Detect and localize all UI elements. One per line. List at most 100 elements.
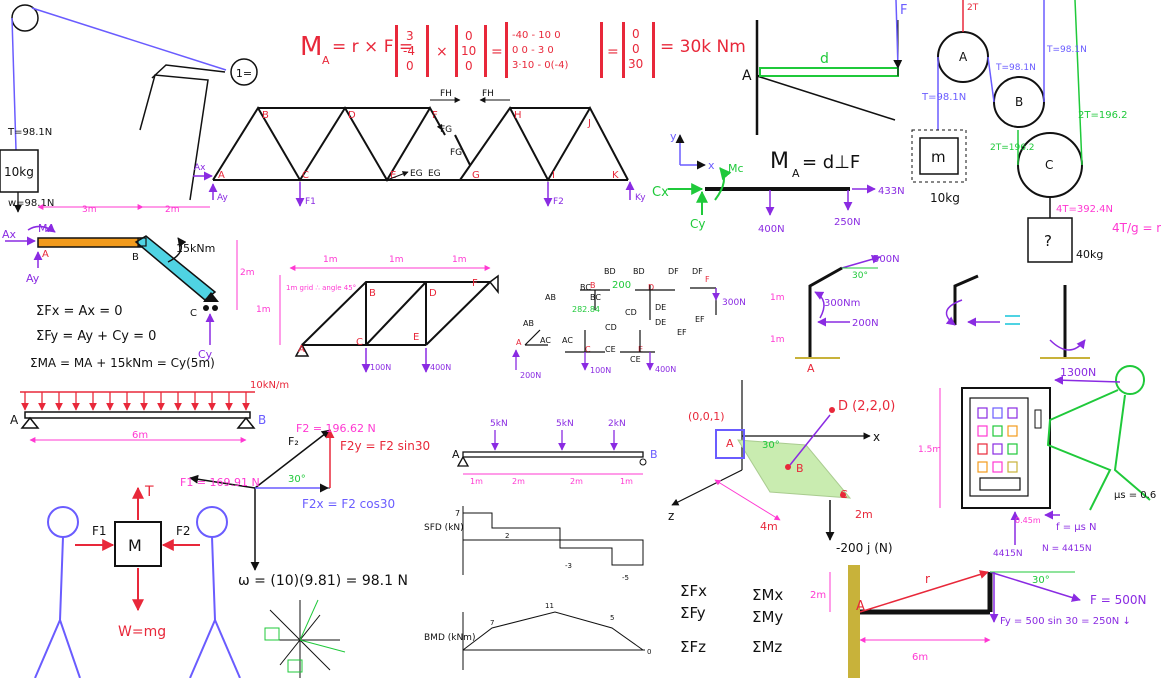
svg-text:Fy = 500 sin 30 = 250N ↓: Fy = 500 sin 30 = 250N ↓ bbox=[1000, 616, 1131, 627]
svg-text:-5: -5 bbox=[622, 574, 629, 582]
svg-text:=: = bbox=[491, 44, 503, 60]
svg-text:0: 0 bbox=[465, 29, 473, 43]
svg-text:1m grid ∴ angle 45°: 1m grid ∴ angle 45° bbox=[286, 284, 356, 292]
svg-text:BD: BD bbox=[633, 267, 645, 276]
svg-text:AC: AC bbox=[562, 336, 573, 345]
svg-text:0: 0 bbox=[406, 59, 414, 73]
svg-text:2kN: 2kN bbox=[608, 419, 626, 429]
svg-text:2T: 2T bbox=[967, 3, 979, 13]
svg-text:A: A bbox=[42, 249, 49, 260]
svg-text:F: F bbox=[900, 3, 907, 18]
svg-text:30: 30 bbox=[628, 57, 643, 71]
svg-text:DE: DE bbox=[655, 303, 666, 312]
svg-text:F: F bbox=[472, 278, 478, 289]
svg-text:Mc: Mc bbox=[728, 162, 744, 175]
svg-text:A: A bbox=[516, 338, 522, 347]
svg-text:ω = (10)(9.81) = 98.1 N: ω = (10)(9.81) = 98.1 N bbox=[238, 573, 408, 589]
svg-text:3m: 3m bbox=[82, 205, 97, 215]
svg-text:= d⊥F: = d⊥F bbox=[802, 152, 860, 173]
svg-text:2m: 2m bbox=[855, 508, 873, 521]
svg-text:0: 0 bbox=[632, 27, 640, 41]
truss-grid: 1m 1m 1m 1m 1m grid ∴ angle 45° A B C D … bbox=[256, 255, 499, 373]
svg-text:1.5m: 1.5m bbox=[918, 445, 941, 455]
svg-text:Ky: Ky bbox=[635, 193, 646, 203]
svg-text:0 0 - 3 0: 0 0 - 3 0 bbox=[512, 45, 554, 56]
svg-text:K: K bbox=[612, 170, 619, 181]
svg-text:EF: EF bbox=[677, 328, 687, 337]
svg-text:A: A bbox=[959, 50, 968, 64]
svg-text:4415N: 4415N bbox=[993, 549, 1023, 559]
svg-text:4T/g = m: 4T/g = m bbox=[1112, 221, 1161, 235]
svg-text:1m: 1m bbox=[620, 477, 633, 486]
svg-text:F2: F2 bbox=[176, 524, 191, 538]
svg-text:d: d bbox=[820, 51, 829, 67]
svg-text:E: E bbox=[390, 170, 396, 181]
svg-text:C: C bbox=[356, 337, 363, 348]
svg-text:AC: AC bbox=[540, 336, 551, 345]
svg-text:300N: 300N bbox=[722, 298, 746, 308]
svg-text:?: ? bbox=[1044, 232, 1052, 250]
svg-text:FG: FG bbox=[450, 148, 462, 158]
svg-text:x: x bbox=[873, 430, 880, 444]
svg-text:BC: BC bbox=[580, 283, 591, 292]
svg-text:1=: 1= bbox=[236, 67, 252, 80]
svg-text:EG: EG bbox=[428, 169, 441, 179]
svg-text:Ay: Ay bbox=[26, 272, 40, 285]
svg-text:H: H bbox=[514, 110, 522, 121]
pulley1-tension: T=98.1N bbox=[7, 127, 52, 138]
svg-text:x: x bbox=[708, 159, 715, 172]
equation-sums: ΣFx ΣFy ΣFz ΣMx ΣMy ΣMz bbox=[680, 582, 783, 656]
svg-text:M: M bbox=[770, 149, 789, 174]
svg-text:A: A bbox=[452, 448, 460, 461]
svg-text:DF: DF bbox=[692, 267, 703, 276]
svg-text:5: 5 bbox=[610, 614, 614, 622]
bent-post-diagram: 500N 30° 300Nm 200N 1m 1m A bbox=[770, 254, 900, 375]
svg-text:=: = bbox=[607, 44, 619, 60]
truss-top-labels: A B C D E F G H I J K bbox=[218, 110, 619, 181]
svg-text:30°: 30° bbox=[1032, 575, 1050, 586]
svg-text:ΣMy: ΣMy bbox=[752, 608, 783, 626]
pulley1-mass: 10kg bbox=[4, 165, 34, 179]
svg-text:F: F bbox=[432, 110, 438, 121]
svg-text:ΣMz: ΣMz bbox=[752, 638, 782, 656]
svg-text:-3: -3 bbox=[565, 562, 572, 570]
svg-text:1m: 1m bbox=[770, 293, 785, 303]
svg-text:EG: EG bbox=[410, 169, 423, 179]
svg-text:200N: 200N bbox=[520, 371, 541, 380]
svg-text:AB: AB bbox=[523, 319, 534, 328]
svg-text:B: B bbox=[258, 413, 266, 427]
plate-3d: (0,0,1) D (2,2,0) 30° 4m 2m A B C x z -2… bbox=[668, 380, 895, 555]
pulley-system: A B C m 10kg ? 40kg 2T T=98.1N T=98.1N T… bbox=[911, 0, 1161, 263]
svg-text:F2: F2 bbox=[553, 197, 564, 207]
svg-text:30°: 30° bbox=[852, 271, 868, 281]
svg-text:0.45m: 0.45m bbox=[1015, 516, 1041, 525]
svg-text:ΣFy = Ay + Cy = 0: ΣFy = Ay + Cy = 0 bbox=[36, 329, 156, 344]
svg-text:G: G bbox=[472, 170, 480, 181]
svg-text:1m: 1m bbox=[770, 335, 785, 345]
svg-text:15kNm: 15kNm bbox=[176, 242, 215, 255]
svg-text:M: M bbox=[128, 536, 142, 555]
svg-text:= r × F =: = r × F = bbox=[332, 37, 413, 57]
svg-text:B: B bbox=[1015, 95, 1023, 109]
svg-text:SFD (kN): SFD (kN) bbox=[424, 523, 464, 533]
svg-text:MA: MA bbox=[38, 222, 55, 235]
svg-text:A: A bbox=[856, 599, 865, 614]
svg-text:2m: 2m bbox=[810, 590, 826, 601]
svg-text:I: I bbox=[552, 170, 555, 181]
svg-text:Cx: Cx bbox=[652, 185, 669, 200]
svg-text:100N: 100N bbox=[370, 363, 391, 372]
svg-text:F₂: F₂ bbox=[288, 435, 299, 448]
svg-text:B: B bbox=[796, 462, 804, 475]
svg-text:3: 3 bbox=[406, 29, 414, 43]
svg-text:T=98.1N: T=98.1N bbox=[1046, 45, 1087, 55]
svg-text:FH: FH bbox=[482, 89, 494, 99]
svg-text:1m: 1m bbox=[389, 255, 404, 265]
svg-text:CD: CD bbox=[625, 308, 637, 317]
svg-text:A: A bbox=[742, 68, 752, 84]
svg-text:-40 - 10 0: -40 - 10 0 bbox=[512, 30, 561, 41]
svg-text:×: × bbox=[436, 44, 448, 60]
force-components: F2 = 196.62 N F1 = 169.91 N F2y = F2 sin… bbox=[180, 422, 430, 589]
svg-text:200N: 200N bbox=[852, 318, 879, 329]
svg-text:F1: F1 bbox=[92, 524, 107, 538]
